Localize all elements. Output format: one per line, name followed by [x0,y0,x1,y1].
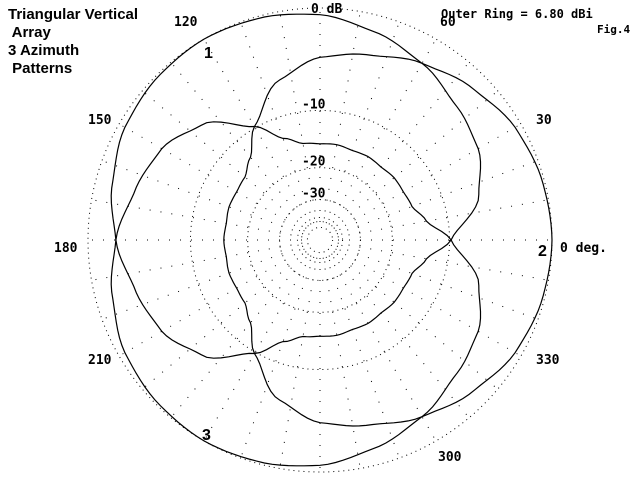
radial-grid-line [337,199,549,238]
ring-50db [306,226,334,254]
radial-grid-line [203,255,312,442]
angle-label-300: 300 [438,450,462,465]
angle-label-0: 0 deg. [560,241,607,256]
radial-grid-line [333,251,499,390]
outer-ring-label: Outer Ring = 6.80 dBi [441,7,593,21]
radial-grid-line [333,90,499,229]
radial-grid-line [328,38,437,225]
ring-label: -30 [302,187,326,202]
angle-label-330: 330 [536,353,560,368]
ring-label: -20 [302,155,326,170]
radial-grid-line [118,123,305,232]
radial-grid-line [325,21,400,224]
radial-grid-line [203,38,312,225]
ring-40db [296,216,344,264]
radial-grid-line [336,245,539,320]
angle-label-120: 120 [174,15,198,30]
radial-grid-line [335,248,522,357]
ring-label: 0 dB [311,2,342,17]
radial-grid-line [335,123,522,232]
chart-title: Triangular Vertical Array 3 Azimuth Patt… [8,6,138,78]
radial-grid-line [336,160,539,235]
title-line: Triangular Vertical [8,6,139,23]
radial-grid-line [170,253,309,419]
radial-grid-line [141,90,307,229]
angle-label-60: 60 [440,15,456,30]
radial-grid-line [322,11,361,223]
ring-20db [247,167,393,313]
pattern-3 [110,121,482,467]
angle-label-180: 180 [54,241,78,256]
radial-grid-line [170,61,309,227]
radial-grid-line [279,257,318,469]
title-line: Patterns [8,60,73,77]
figure-label: Fig.4 [597,23,631,36]
title-line: 3 Azimuth [8,42,80,59]
pattern-label-2: 2 [538,243,547,260]
ring-label: -10 [302,97,326,112]
radial-grid-line [91,199,303,238]
angle-label-30: 30 [536,113,552,128]
radial-grid-line [240,256,315,459]
ring-10db [189,109,451,371]
radial-grid-line [331,61,470,227]
angle-label-150: 150 [88,113,112,128]
pattern-2 [223,53,553,427]
radial-grid-line [118,248,305,357]
radial-grid-line [331,253,470,419]
radial-grid-line [337,242,549,281]
angle-label-210: 210 [88,353,112,368]
radial-grid-line [325,256,400,459]
radial-grid-line [328,255,437,442]
radial-grid-line [322,257,361,469]
pattern-label-3: 3 [202,427,211,444]
title-line: Array [8,24,51,41]
ring-30db [279,199,361,281]
radial-grid-line [141,251,307,390]
radial-grid-line [91,242,303,281]
pattern-label-1: 1 [204,45,213,62]
